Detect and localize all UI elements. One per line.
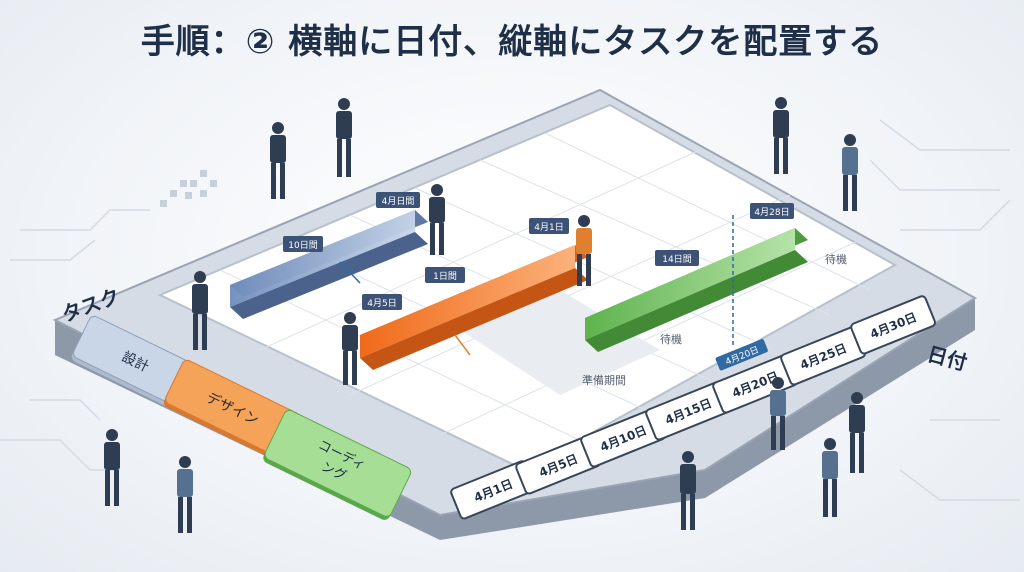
link-line-2 bbox=[454, 334, 471, 356]
person-7 bbox=[773, 97, 789, 174]
person-figures bbox=[104, 97, 865, 533]
person-2 bbox=[336, 98, 352, 177]
task-tile-design-spec[interactable]: 設計 bbox=[70, 314, 200, 412]
wait-note-2: 待機 bbox=[660, 332, 682, 346]
person-8 bbox=[842, 134, 858, 211]
pixel-dots bbox=[160, 170, 217, 207]
bar-tag-2-start: 4月5日 bbox=[362, 294, 402, 310]
person-14 bbox=[822, 438, 838, 517]
bar-tag-1-end: 4月日間 bbox=[376, 192, 420, 208]
svg-text:4月28日: 4月28日 bbox=[754, 207, 789, 218]
person-13 bbox=[849, 392, 865, 473]
svg-text:10日間: 10日間 bbox=[288, 240, 317, 251]
bar-design-work bbox=[360, 245, 588, 370]
bar-tag-3-end: 4月28日 bbox=[750, 203, 794, 219]
prep-zone bbox=[460, 290, 660, 395]
person-11 bbox=[680, 451, 696, 530]
circuit-lines bbox=[0, 119, 1020, 501]
page-title: 手順：② 横軸に日付、縦軸にタスクを配置する bbox=[140, 22, 884, 62]
person-9 bbox=[104, 429, 120, 506]
person-5 bbox=[342, 312, 358, 385]
svg-text:1日間: 1日間 bbox=[433, 271, 457, 282]
bar-tag-2: 1日間 bbox=[425, 267, 465, 283]
person-10 bbox=[177, 456, 193, 533]
bar-tag-1: 10日間 bbox=[283, 236, 323, 252]
task-tile-design[interactable]: デザイン bbox=[162, 358, 302, 462]
dates-axis-label: 日付 bbox=[925, 342, 970, 376]
svg-text:4月日間: 4月日間 bbox=[382, 196, 415, 207]
bar-coding bbox=[585, 228, 808, 352]
svg-text:4月1日: 4月1日 bbox=[534, 222, 563, 233]
svg-text:4月5日: 4月5日 bbox=[367, 298, 396, 309]
wait-note-1: 待機 bbox=[825, 252, 847, 266]
person-4 bbox=[192, 271, 208, 350]
bar-design-phase bbox=[230, 210, 428, 319]
link-line bbox=[339, 261, 361, 284]
bar-tag-2-end: 4月1日 bbox=[529, 218, 569, 234]
person-12 bbox=[770, 377, 786, 450]
person-3 bbox=[429, 184, 445, 255]
prep-note: 準備期間 bbox=[582, 373, 626, 387]
bar-tag-3: 14日間 bbox=[655, 250, 699, 266]
person-1 bbox=[270, 122, 286, 199]
svg-text:14日間: 14日間 bbox=[662, 254, 691, 265]
person-6 bbox=[576, 215, 592, 286]
